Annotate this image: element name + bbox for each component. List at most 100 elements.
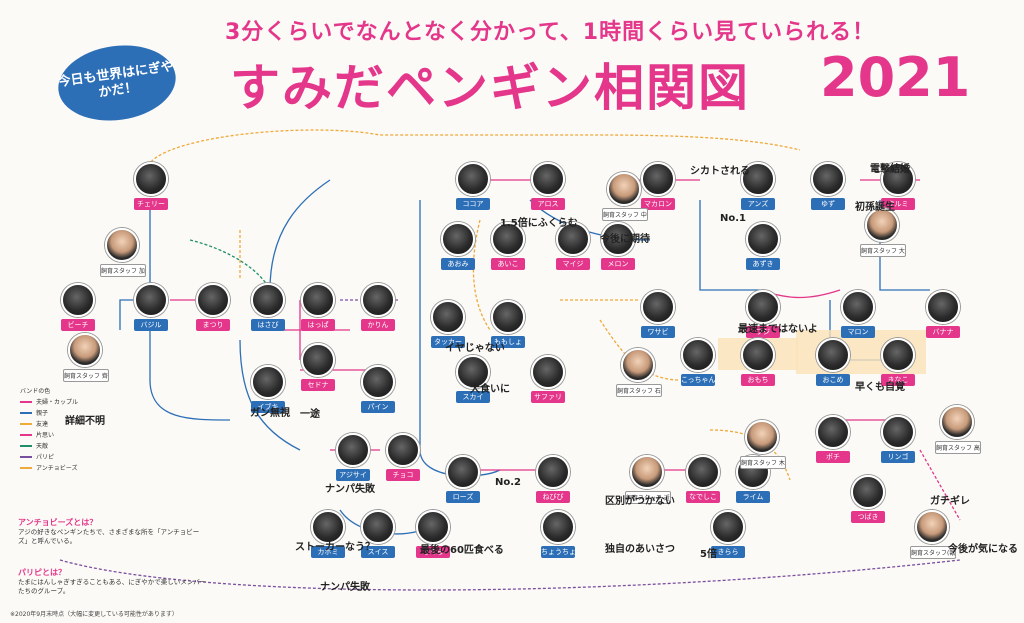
penguin-name: ビーチ xyxy=(61,319,95,331)
penguin-photo xyxy=(301,283,335,317)
staff-photo xyxy=(607,172,641,206)
penguin-photo xyxy=(251,365,285,399)
staff-name: 飼育スタッフ 中島さん xyxy=(602,208,648,221)
legend-item: 親子 xyxy=(20,407,220,418)
penguin-photo xyxy=(926,290,960,324)
legend-swatch xyxy=(20,455,32,458)
penguin-photo xyxy=(811,162,845,196)
penguin-fuji: フジ xyxy=(745,290,781,338)
penguin-azuki: あずき xyxy=(745,222,781,270)
penguin-name: ももしょ xyxy=(491,336,525,348)
penguin-photo xyxy=(491,222,525,256)
note: 区別がつかない xyxy=(605,496,675,507)
note: No.2 xyxy=(495,477,521,488)
staff-name: 飼育スタッフ 加藤さん xyxy=(100,264,146,277)
penguin-name: きらら xyxy=(711,546,745,558)
penguin-photo xyxy=(301,343,335,377)
penguin-photo xyxy=(541,510,575,544)
staff-photo xyxy=(915,510,949,544)
staff-photo xyxy=(865,208,899,242)
legend-item: 夫婦・カップル xyxy=(20,396,220,407)
page-title: すみだペンギン相関図 xyxy=(230,59,750,117)
penguin-taka: タッカー xyxy=(430,300,466,348)
penguin-photo xyxy=(251,283,285,317)
penguin-photo xyxy=(531,355,565,389)
penguin-okome: おこめ xyxy=(815,338,851,386)
penguin-nadeshiko: なでしこ xyxy=(685,455,721,503)
penguin-pine: パイン xyxy=(360,365,396,413)
penguin-name: きなこ xyxy=(881,374,915,386)
penguin-photo xyxy=(851,475,885,509)
paripi-text: たまにはんしゃぎすぎることもある、にぎやかで楽しいメンバーたちのグループ。 xyxy=(18,578,207,595)
note: 1.5倍にふくらむ xyxy=(500,218,578,229)
penguin-karin: かりん xyxy=(360,283,396,331)
legend-items: 夫婦・カップル親子友達片思い天敵パリピアンチョビーズ xyxy=(20,396,220,473)
penguin-name: あおみ xyxy=(441,258,475,270)
penguin-basil: バジル xyxy=(133,283,169,331)
legend-item: アンチョビーズ xyxy=(20,462,220,473)
penguin-beach: ビーチ xyxy=(60,283,96,331)
penguin-name: まつり xyxy=(196,319,230,331)
note: 今後に期待 xyxy=(600,234,650,245)
legend-swatch xyxy=(20,422,32,425)
staff-name: 飼育スタッフ 齊藤さん xyxy=(63,369,109,382)
penguin-name: ねびび xyxy=(536,491,570,503)
penguin-name: カボミ xyxy=(311,546,345,558)
penguin-photo xyxy=(61,283,95,317)
legend-label: 夫婦・カップル xyxy=(36,399,79,406)
penguin-photo xyxy=(711,510,745,544)
penguin-kurumi: クルミ xyxy=(880,162,916,210)
penguin-aros: アロス xyxy=(530,162,566,210)
penguin-banana: バナナ xyxy=(925,290,961,338)
penguin-photo xyxy=(361,510,395,544)
note: 初孫誕生 xyxy=(855,202,895,213)
legend-swatch xyxy=(20,444,32,447)
penguin-name: おこめ xyxy=(816,374,850,386)
staff-s3: 飼育スタッフ 石川さん xyxy=(616,348,662,397)
penguin-name: かりん xyxy=(361,319,395,331)
penguin-name: こっちゃん xyxy=(681,374,715,386)
note: ナンパ失敗 xyxy=(325,484,375,495)
penguin-anzu: アンズ xyxy=(740,162,776,210)
staff-name: 飼育スタッフ 高岡さん xyxy=(935,441,981,454)
legend-label: 天敵 xyxy=(36,443,49,450)
penguin-name: バナナ xyxy=(926,326,960,338)
penguin-pochi: ポチ xyxy=(815,415,851,463)
penguin-photo xyxy=(416,510,450,544)
staff-photo xyxy=(621,348,655,382)
anchovies-box: アンチョビーズとは？ アジの好きなペンギンたちで、さまざまな所を「アンチョビーズ… xyxy=(18,518,208,545)
penguin-kabomi: カボミ xyxy=(310,510,346,558)
legend-label: パリピ xyxy=(36,454,55,461)
penguin-photo xyxy=(134,283,168,317)
staff-name: 飼育スタッフ 石川さん xyxy=(616,384,662,397)
penguin-photo xyxy=(456,162,490,196)
penguin-omochi: おもち xyxy=(740,338,776,386)
penguin-name: チェリー xyxy=(134,198,168,210)
note: 大食いに xyxy=(470,384,510,395)
penguin-photo xyxy=(456,355,490,389)
penguin-ibuki: イブキ xyxy=(250,365,286,413)
penguin-chouchou: ちょうちょ xyxy=(540,510,576,558)
note: 電撃結婚 xyxy=(870,164,910,175)
penguin-name: つばき xyxy=(851,511,885,523)
legend: バンドの色 夫婦・カップル親子友達片思い天敵パリピアンチョビーズ xyxy=(20,385,220,473)
penguin-maron: マロン xyxy=(840,290,876,338)
staff-s9: 飼育スタッフ(獣医) 田中さん xyxy=(910,510,956,559)
penguin-name: スイス xyxy=(361,546,395,558)
penguin-photo xyxy=(361,283,395,317)
penguin-name: マロン xyxy=(841,326,875,338)
note: ガン無視 xyxy=(250,408,290,419)
note: ナンパ失敗 xyxy=(320,582,370,593)
penguin-name: サファリ xyxy=(531,391,565,403)
penguin-rose: ローズ xyxy=(445,455,481,503)
anchovies-text: アジの好きなペンギンたちで、さまざまな所を「アンチョビーズ」と呼んでいる。 xyxy=(18,528,200,545)
penguin-name: アジサイ xyxy=(336,469,370,481)
penguin-momo: ももしょ xyxy=(490,300,526,348)
penguin-name: マイジ xyxy=(556,258,590,270)
penguin-photo xyxy=(196,283,230,317)
penguin-name: さくら xyxy=(416,546,450,558)
penguin-name: おもち xyxy=(741,374,775,386)
note: ストーカーなう？ xyxy=(295,542,375,553)
penguin-photo xyxy=(686,455,720,489)
staff-photo xyxy=(68,333,102,367)
